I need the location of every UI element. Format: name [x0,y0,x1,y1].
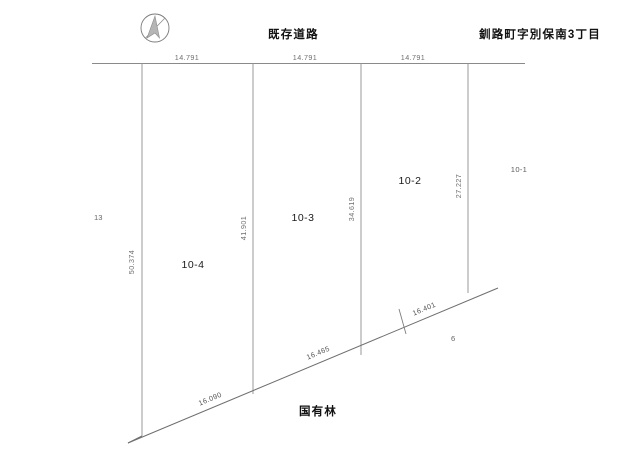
vertical-dimension-50374: 50.374 [127,250,136,274]
vertical-dimension-41901: 41.901 [239,216,248,240]
bottom-area-label: 国有林 [299,404,337,418]
parcel-label-10-4: 10-4 [181,259,204,271]
neighbor-label-6: 6 [451,334,455,343]
parcel-label-10-2: 10-2 [398,175,421,187]
forest-boundary-tail [127,435,143,444]
page-title-top: 既存道路 [268,27,319,41]
parcel-label-10-1: 10-1 [511,165,527,174]
north-arrow-compass [140,13,170,43]
corner-tick-mark [398,308,407,335]
neighbor-label-13: 13 [94,213,102,222]
page-title-right: 釧路町字別保南3丁目 [478,27,601,41]
diagonal-dimension-16465: 16.465 [305,344,331,362]
top-dimension-3: 14.791 [401,53,425,62]
top-dimension-1: 14.791 [175,53,199,62]
parcel-label-10-3: 10-3 [291,212,314,224]
vertical-dimension-27227: 27.227 [454,174,463,198]
vertical-dimension-34619: 34.619 [347,197,356,221]
top-dimension-2: 14.791 [293,53,317,62]
forest-boundary-line [127,287,499,444]
